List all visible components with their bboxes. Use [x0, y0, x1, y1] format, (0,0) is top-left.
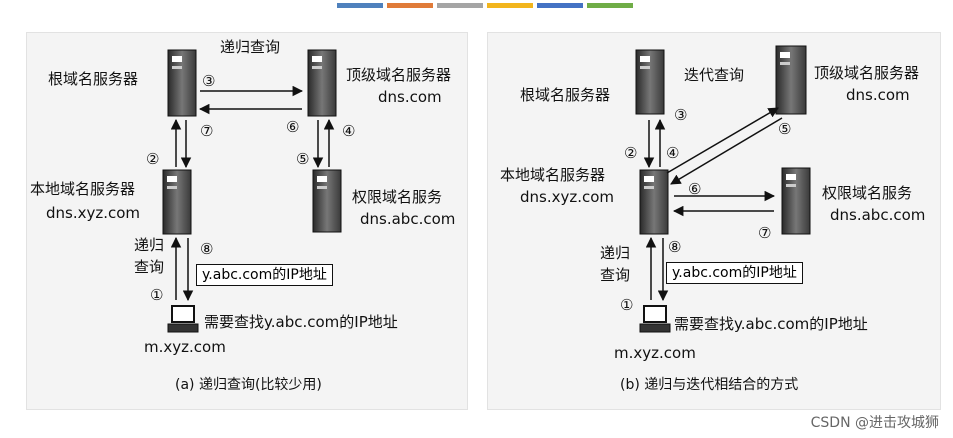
local-domain-label: dns.xyz.com — [520, 188, 615, 206]
auth-domain-label: dns.abc.com — [830, 206, 926, 224]
accent-bar — [0, 0, 953, 14]
accent-swatch — [337, 3, 383, 8]
accent-swatch — [587, 3, 633, 8]
step-label: ⑧ — [200, 240, 214, 258]
server-icon — [639, 169, 669, 235]
step-label: ① — [150, 286, 164, 304]
step-label: ② — [624, 144, 638, 162]
step-label: ① — [620, 296, 634, 314]
step-label: ⑦ — [200, 122, 214, 140]
tld-domain-label: dns.com — [378, 88, 442, 106]
server-icon — [635, 49, 665, 115]
step-label: ④ — [342, 122, 356, 140]
step-label: ⑥ — [286, 118, 300, 136]
auth-server-label: 权限域名服务 — [352, 188, 443, 206]
answer-box: y.abc.com的IP地址 — [666, 262, 803, 284]
watermark: CSDN @进击攻城狮 — [810, 415, 939, 431]
figure-caption: (b) 递归与迭代相结合的方式 — [620, 377, 799, 393]
right-panel — [487, 32, 941, 410]
server-icon — [162, 169, 192, 235]
accent-swatch — [537, 3, 583, 8]
client-query-label: 递归 — [134, 236, 165, 254]
step-label: ⑦ — [758, 224, 772, 242]
step-label: ⑤ — [778, 120, 792, 138]
server-icon — [775, 45, 807, 115]
request-label: 需要查找y.abc.com的IP地址 — [204, 313, 398, 331]
server-icon — [781, 167, 811, 235]
local-server-label: 本地域名服务器 — [500, 166, 606, 184]
accent-swatch — [437, 3, 483, 8]
computer-icon — [167, 305, 199, 333]
client-query-label: 查询 — [600, 266, 631, 284]
accent-swatch — [487, 3, 533, 8]
left-panel — [26, 32, 468, 410]
step-label: ② — [146, 150, 160, 168]
local-server-label: 本地域名服务器 — [30, 180, 136, 198]
server-icon — [307, 49, 337, 117]
root-server-label: 根域名服务器 — [48, 70, 139, 88]
tld-domain-label: dns.com — [846, 86, 910, 104]
diagram-title: 迭代查询 — [684, 66, 745, 84]
answer-box: y.abc.com的IP地址 — [196, 264, 333, 286]
host-label: m.xyz.com — [614, 344, 696, 362]
auth-server-label: 权限域名服务 — [822, 184, 913, 202]
step-label: ④ — [666, 144, 680, 162]
host-label: m.xyz.com — [144, 338, 226, 356]
server-icon — [167, 49, 197, 117]
arrow — [670, 117, 783, 185]
step-label: ⑧ — [668, 238, 682, 256]
server-icon — [312, 169, 342, 233]
step-label: ⑤ — [296, 150, 310, 168]
figure-caption: (a) 递归查询(比较少用) — [175, 377, 322, 393]
tld-server-label: 顶级域名服务器 — [814, 64, 920, 82]
step-label: ③ — [202, 72, 216, 90]
accent-swatch — [387, 3, 433, 8]
root-server-label: 根域名服务器 — [520, 86, 611, 104]
arrow — [666, 107, 779, 174]
computer-icon — [639, 305, 671, 333]
client-query-label: 查询 — [134, 258, 165, 276]
step-label: ③ — [674, 106, 688, 124]
tld-server-label: 顶级域名服务器 — [346, 66, 452, 84]
step-label: ⑥ — [688, 180, 702, 198]
diagram-title: 递归查询 — [220, 38, 281, 56]
auth-domain-label: dns.abc.com — [360, 210, 456, 228]
client-query-label: 递归 — [600, 244, 631, 262]
local-domain-label: dns.xyz.com — [46, 204, 141, 222]
request-label: 需要查找y.abc.com的IP地址 — [674, 315, 868, 333]
